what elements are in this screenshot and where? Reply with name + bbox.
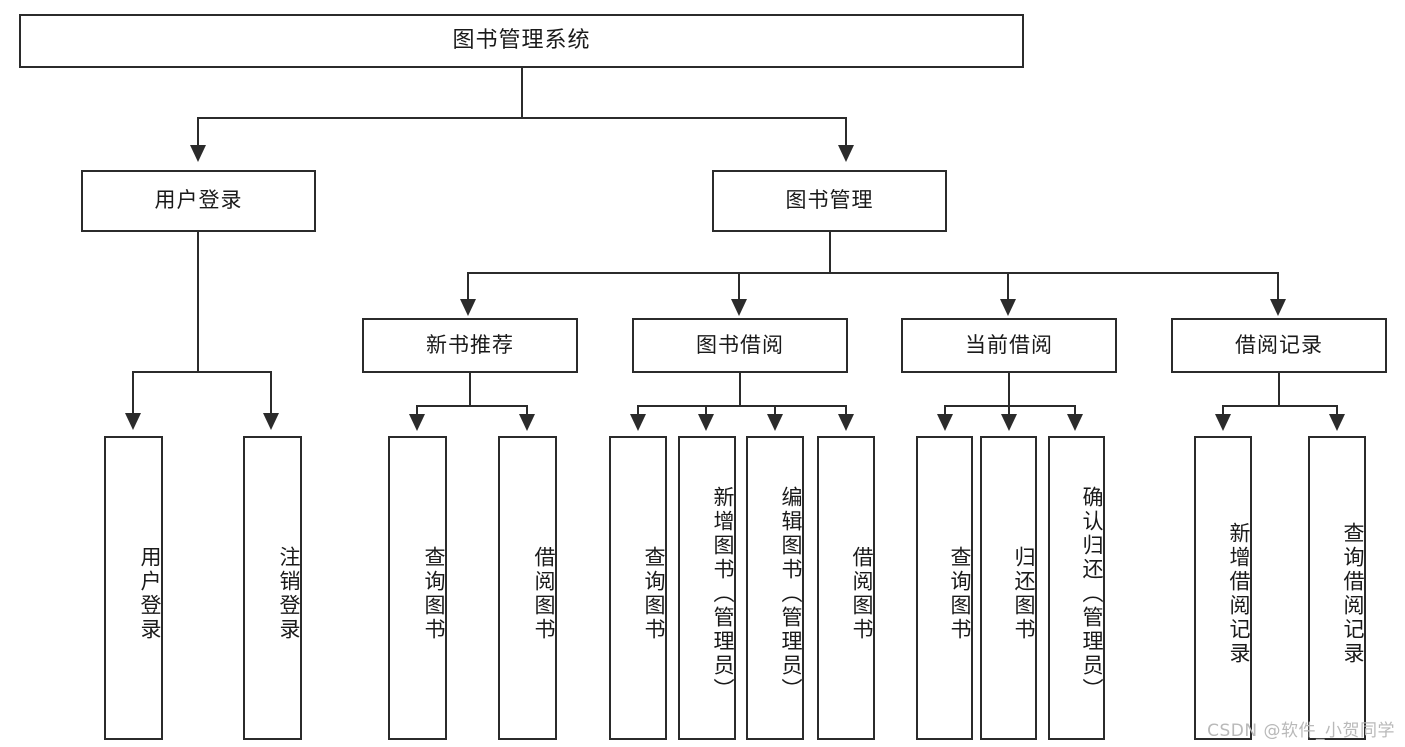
node-new-book-recommend[interactable]: 新书推荐 — [362, 318, 578, 373]
node-current-borrow[interactable]: 当前借阅 — [901, 318, 1117, 373]
arrow-to-br-leaf-1 — [1215, 414, 1231, 431]
leaf-label: 查询图书 — [642, 546, 666, 642]
node-label: 图书借阅 — [696, 332, 784, 357]
connector-nbr-stem — [469, 373, 471, 406]
connector-bb-drop-4 — [845, 405, 847, 417]
node-root-system[interactable]: 图书管理系统 — [19, 14, 1024, 68]
node-book-manage[interactable]: 图书管理 — [712, 170, 947, 232]
connector-bb-drop-2 — [705, 405, 707, 417]
connector-user-login-bar — [132, 371, 272, 373]
arrow-to-book-borrow — [731, 299, 747, 316]
arrow-to-user-login — [190, 145, 206, 162]
node-book-borrow[interactable]: 图书借阅 — [632, 318, 848, 373]
connector-user-login-stem — [197, 232, 199, 372]
connector-user-login-drop-1 — [132, 371, 134, 415]
connector-level2-bar — [197, 117, 847, 119]
arrow-to-bb-leaf-1 — [630, 414, 646, 431]
connector-user-login-drop-2 — [270, 371, 272, 415]
leaf-label: 新增图书（管理员） — [711, 486, 735, 702]
connector-br-drop-2 — [1336, 405, 1338, 417]
connector-bb-bar — [637, 405, 847, 407]
arrow-to-book-manage — [838, 145, 854, 162]
node-label: 图书管理系统 — [452, 27, 591, 53]
leaf-add-borrow-record[interactable]: 新增借阅记录 — [1194, 436, 1252, 740]
arrow-to-nbr-leaf-2 — [519, 414, 535, 431]
arrow-to-current-borrow — [1000, 299, 1016, 316]
leaf-query-book-cb[interactable]: 查询图书 — [916, 436, 973, 740]
connector-cb-drop-2 — [1008, 405, 1010, 417]
arrow-to-borrow-records — [1270, 299, 1286, 316]
node-label: 图书管理 — [785, 188, 874, 213]
arrow-to-bb-leaf-2 — [698, 414, 714, 431]
arrow-to-new-book-recommend — [460, 299, 476, 316]
leaf-return-book[interactable]: 归还图书 — [980, 436, 1037, 740]
arrow-to-logout-leaf — [263, 413, 279, 430]
leaf-confirm-return-admin[interactable]: 确认归还（管理员） — [1048, 436, 1105, 740]
connector-bb-drop-3 — [774, 405, 776, 417]
connector-level3-drop-4 — [1277, 272, 1279, 300]
connector-cb-drop-1 — [944, 405, 946, 417]
connector-cb-stem — [1008, 373, 1010, 406]
connector-level3-drop-1 — [467, 272, 469, 300]
connector-level2-drop-right — [845, 117, 847, 145]
connector-root-stem — [521, 68, 523, 118]
leaf-label: 新增借阅记录 — [1227, 522, 1251, 666]
node-user-login[interactable]: 用户登录 — [81, 170, 316, 232]
connector-br-drop-1 — [1222, 405, 1224, 417]
arrow-to-cb-leaf-1 — [937, 414, 953, 431]
leaf-label: 借阅图书 — [850, 546, 874, 642]
leaf-label: 查询图书 — [422, 546, 446, 642]
connector-bb-drop-1 — [637, 405, 639, 417]
leaf-query-borrow-record[interactable]: 查询借阅记录 — [1308, 436, 1366, 740]
leaf-label: 确认归还（管理员） — [1080, 486, 1104, 702]
node-borrow-records[interactable]: 借阅记录 — [1171, 318, 1387, 373]
arrow-to-br-leaf-2 — [1329, 414, 1345, 431]
connector-book-manage-stem — [829, 232, 831, 273]
arrow-to-bb-leaf-4 — [838, 414, 854, 431]
leaf-query-book-bb[interactable]: 查询图书 — [609, 436, 667, 740]
arrow-to-nbr-leaf-1 — [409, 414, 425, 431]
connector-br-stem — [1278, 373, 1280, 406]
leaf-label: 编辑图书（管理员） — [779, 486, 803, 702]
connector-level3-bar — [467, 272, 1279, 274]
arrow-to-cb-leaf-3 — [1067, 414, 1083, 431]
leaf-label: 归还图书 — [1012, 546, 1036, 642]
connector-br-bar — [1222, 405, 1338, 407]
arrow-to-cb-leaf-2 — [1001, 414, 1017, 431]
leaf-label: 注销登录 — [277, 546, 301, 642]
connector-level3-drop-2 — [738, 272, 740, 300]
connector-nbr-drop-1 — [416, 405, 418, 417]
leaf-borrow-book-bb[interactable]: 借阅图书 — [817, 436, 875, 740]
node-label: 新书推荐 — [426, 332, 514, 357]
connector-level3-drop-3 — [1007, 272, 1009, 300]
leaf-label: 查询图书 — [948, 546, 972, 642]
node-label: 当前借阅 — [965, 332, 1053, 357]
leaf-logout[interactable]: 注销登录 — [243, 436, 302, 740]
leaf-label: 查询借阅记录 — [1341, 522, 1365, 666]
leaf-label: 用户登录 — [138, 546, 162, 642]
leaf-label: 借阅图书 — [532, 546, 556, 642]
leaf-edit-book-admin[interactable]: 编辑图书（管理员） — [746, 436, 804, 740]
connector-bb-stem — [739, 373, 741, 406]
leaf-add-book-admin[interactable]: 新增图书（管理员） — [678, 436, 736, 740]
leaf-borrow-book-nbr[interactable]: 借阅图书 — [498, 436, 557, 740]
node-label: 借阅记录 — [1235, 332, 1323, 357]
arrow-to-user-login-leaf — [125, 413, 141, 430]
connector-cb-bar — [944, 405, 1076, 407]
connector-cb-drop-3 — [1074, 405, 1076, 417]
leaf-user-login[interactable]: 用户登录 — [104, 436, 163, 740]
connector-level2-drop-left — [197, 117, 199, 145]
connector-nbr-drop-2 — [526, 405, 528, 417]
leaf-query-book-nbr[interactable]: 查询图书 — [388, 436, 447, 740]
connector-nbr-bar — [416, 405, 528, 407]
arrow-to-bb-leaf-3 — [767, 414, 783, 431]
node-label: 用户登录 — [154, 188, 243, 213]
